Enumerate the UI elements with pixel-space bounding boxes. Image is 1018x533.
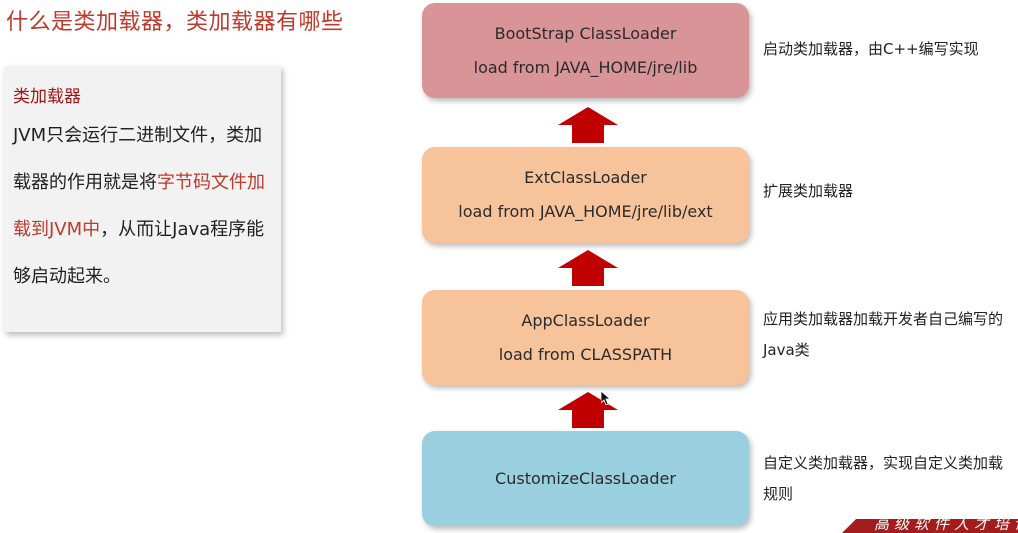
bootstrap-description: 启动类加载器，由C++编写实现 [763,40,979,58]
note-body-text-2: ，从而让Java程序能够启动起来。 [13,219,265,287]
banner-text: 高级软件人才培训 [874,519,1018,533]
up-arrow-icon [558,107,618,143]
loader-name: CustomizeClassLoader [495,468,676,488]
note-heading: 类加载器 [13,87,81,107]
customize-classloader-box: CustomizeClassLoader [422,431,749,526]
ext-classloader-box: ExtClassLoader load from JAVA_HOME/jre/l… [422,147,749,243]
note-body-text-1: JVM只会运行二进制文件，类加载器的作用就是将 [13,125,263,193]
loader-source: load from JAVA_HOME/jre/lib/ext [458,202,713,221]
loader-name: BootStrap ClassLoader [494,23,677,43]
page-title: 什么是类加载器，类加载器有哪些 [6,10,344,35]
note-body-highlight: 字节码文件加载到JVM中 [13,172,265,240]
loader-source: load from CLASSPATH [498,344,673,364]
ext-description: 扩展类加载器 [763,182,854,200]
app-classloader-box: AppClassLoader load from CLASSPATH [422,290,749,385]
mouse-pointer-icon [601,391,611,405]
app-description: 应用类加载器加载开发者自己编写的Java类 [763,310,1004,359]
loader-source: load from JAVA_HOME/jre/lib [473,57,698,77]
brand-banner: 高级软件人才培训 [842,519,1018,533]
note-body: JVM只会运行二进制文件，类加载器的作用就是将字节码文件加载到JVM中，从而让J… [13,112,271,300]
loader-name: ExtClassLoader [524,168,647,187]
customize-description: 自定义类加载器，实现自定义类加载规则 [763,454,1004,503]
bootstrap-classloader-box: BootStrap ClassLoader load from JAVA_HOM… [422,3,749,98]
loader-name: AppClassLoader [521,310,650,330]
up-arrow-icon [558,250,618,286]
note-card: 类加载器 JVM只会运行二进制文件，类加载器的作用就是将字节码文件加载到JVM中… [4,66,281,332]
